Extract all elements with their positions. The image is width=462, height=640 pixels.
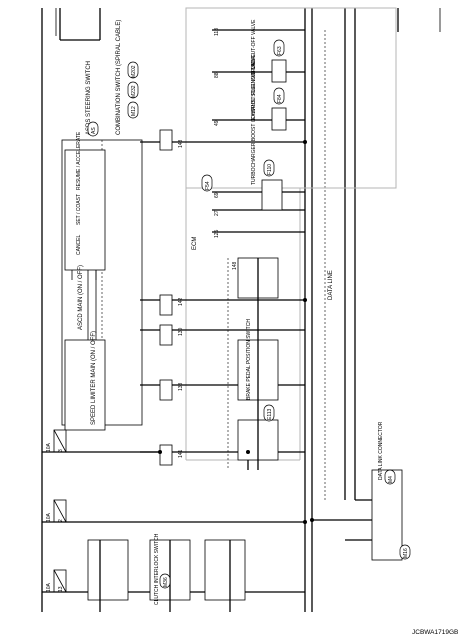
clutch-interlock-block: [87, 539, 246, 612]
fuel-cutoff-label: FUEL CUT-OFF VALVE: [251, 19, 257, 72]
speed-limiter-switch: [64, 339, 106, 431]
ascd-switch-block: [64, 149, 106, 271]
ecm-pin-label: 88: [214, 72, 220, 78]
combination-switch-label: COMBINATION SWITCH (SPIRAL CABLE): [116, 20, 122, 135]
brake-pedal-label: BRAKE PEDAL POSITION SWITCH: [246, 319, 252, 400]
cancel-label: CANCEL: [76, 234, 82, 255]
combination-switch-code: M12: [131, 106, 137, 116]
fuse-2-num: 2: [58, 519, 64, 522]
exhaust-fuel-label: EXHAUST FUEL INJECTOR: [251, 56, 257, 120]
brake-pedal-code: E113: [267, 408, 273, 420]
ecm-pin-label: 27: [214, 210, 220, 216]
asds-label: ASDS STEERING SWITCH: [86, 61, 92, 135]
ecm-pin-label: 142: [178, 297, 184, 306]
ecm-label: ECM: [192, 237, 198, 250]
ecm-code: F54: [205, 181, 211, 190]
resume-accel-label: RESUME / ACCELERATE: [76, 131, 82, 190]
asds-code: AS: [91, 127, 97, 134]
ecm-pin-label: 130: [178, 327, 184, 336]
data-link-connector: [371, 469, 403, 561]
ecm-pin-label: 49: [214, 120, 220, 126]
connector-code-pills: [87, 39, 411, 589]
dlc-code2: M16: [403, 548, 409, 558]
ecm-pin-boxes: [159, 129, 173, 466]
brake-pedal-block: [227, 257, 279, 470]
exhaust-fuel-code: F84: [277, 94, 283, 103]
ecm-pin-label: 125: [214, 229, 220, 238]
combination-switch-code: M232: [131, 85, 137, 98]
data-line-label: DATA LINE: [328, 270, 334, 300]
dlc-label: DATA LINK CONNECTOR: [378, 421, 384, 480]
ecm-pin-label: 148: [232, 261, 238, 270]
turbo-label: TURBOCHARGER BOOST CONTROL SOLENOID VALV…: [251, 53, 257, 185]
ecm-pin-label: 113: [214, 28, 220, 36]
fuse-3-num: 13: [58, 586, 64, 592]
combination-switch-code: M202: [131, 65, 137, 78]
clutch-code: M36: [163, 577, 169, 587]
right-components: [261, 59, 287, 211]
ecm-pin-label: 143: [178, 139, 184, 148]
ascd-main-label: ASCD MAIN (ON / OFF): [78, 265, 84, 330]
ecm-pin-label: 138: [178, 382, 184, 391]
fuse-3-amp: 10A: [46, 582, 52, 592]
speed-limiter-label: SPEED LIMITER MAIN (ON / OFF): [91, 331, 97, 425]
fuse-block: [53, 429, 67, 593]
ecm-pin-label: 141: [178, 449, 184, 458]
splice-points: [158, 140, 314, 524]
clutch-label: CLUTCH INTERLOCK SWITCH: [154, 533, 160, 605]
turbo-code: F110: [267, 164, 273, 175]
ecm-pin-label: 69: [214, 192, 220, 198]
footer-code: JCBWA1719GB: [412, 629, 458, 636]
ecm-box: [185, 7, 397, 189]
fuse-1-num: 3: [58, 449, 64, 452]
fuse-2-amp: 10A: [46, 512, 52, 522]
fuse-1-amp: 10A: [46, 442, 52, 452]
set-coast-label: SET / COAST: [76, 194, 82, 225]
dlc-code: M4: [388, 476, 394, 483]
fuel-cutoff-code: F63: [277, 46, 283, 55]
